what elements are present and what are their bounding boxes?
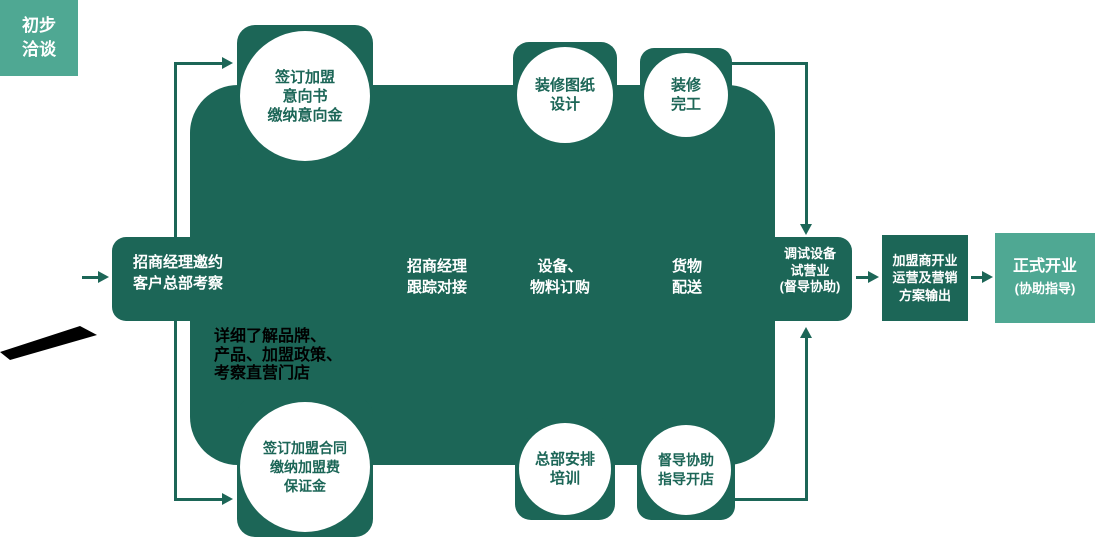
design-line: 设计 bbox=[549, 96, 580, 113]
connector-left-bottom-horizontal bbox=[174, 498, 224, 501]
invite-step-line: 客户总部考察 bbox=[132, 275, 223, 292]
delivery-step-line: 配送 bbox=[671, 279, 702, 296]
sign-intent-circle: 签订加盟 意向书 缴纳意向金 bbox=[240, 31, 370, 161]
flow-arrow-final-head bbox=[982, 271, 993, 283]
grand-opening-line: (协助指导) bbox=[1014, 281, 1076, 296]
connector-left-top-arrowhead bbox=[222, 57, 233, 69]
follow-step-line: 招商经理 bbox=[406, 258, 467, 275]
opening-plan-line: 运营及营销 bbox=[892, 270, 958, 286]
trial-step-label: 调试设备 试营业 (督导协助) bbox=[766, 246, 854, 296]
connector-left-top-horizontal bbox=[174, 62, 224, 65]
trial-step-tab bbox=[768, 237, 852, 321]
equipment-step-line: 设备、 bbox=[537, 258, 583, 275]
renovation-done-circle: 装修 完工 bbox=[644, 53, 728, 137]
inspection-annotation-line: 产品、加盟政策、 bbox=[214, 346, 343, 364]
sign-contract-line: 签订加盟合同 bbox=[263, 439, 347, 456]
design-circle: 装修图纸 设计 bbox=[517, 47, 613, 143]
connector-left-bottom-arrowhead bbox=[222, 493, 233, 505]
sign-contract-line: 保证金 bbox=[284, 477, 326, 494]
trial-step-line: 试营业 bbox=[790, 262, 830, 278]
training-circle: 总部安排 培训 bbox=[519, 423, 611, 515]
sign-intent-line: 缴纳意向金 bbox=[267, 106, 343, 124]
delivery-step-line: 货物 bbox=[671, 258, 702, 275]
inspection-annotation-line: 详细了解品牌、 bbox=[214, 328, 327, 345]
design-line: 装修图纸 bbox=[534, 77, 595, 94]
trial-step-line: (督导协助) bbox=[779, 279, 841, 294]
supervision-line: 督导协助 bbox=[658, 452, 714, 468]
opening-plan-line: 方案输出 bbox=[898, 287, 951, 303]
supervision-circle: 督导协助 指导开店 bbox=[641, 425, 731, 515]
invite-step-tab bbox=[112, 237, 212, 321]
inspection-annotation-line: 考察直营门店 bbox=[214, 365, 311, 382]
flow-arrow-opening-head bbox=[868, 271, 879, 283]
connector-right-bottom-vertical bbox=[805, 337, 808, 501]
delivery-step-label: 货物 配送 bbox=[650, 256, 724, 298]
follow-step-label: 招商经理 跟踪对接 bbox=[388, 256, 486, 298]
supervision-line: 指导开店 bbox=[658, 471, 714, 487]
opening-plan-box: 加盟商开业 运营及营销 方案输出 bbox=[882, 235, 968, 321]
connector-right-top-vertical bbox=[805, 62, 808, 226]
invite-step-line: 招商经理邀约 bbox=[132, 254, 223, 271]
flow-arrow-opening-line bbox=[856, 276, 870, 279]
start-box: 初步 洽谈 bbox=[0, 0, 78, 76]
sign-intent-line: 签订加盟 bbox=[274, 68, 335, 86]
renovation-done-line: 完工 bbox=[670, 96, 701, 113]
flow-arrow-start-head bbox=[98, 271, 109, 283]
grand-opening-line: 正式开业 bbox=[1012, 258, 1077, 275]
opening-plan-line: 加盟商开业 bbox=[892, 252, 958, 268]
trial-step-line: 调试设备 bbox=[783, 246, 836, 261]
inspection-annotation: 详细了解品牌、 产品、加盟政策、 考察直营门店 bbox=[214, 328, 364, 384]
connector-right-top-arrowhead bbox=[800, 224, 812, 235]
sign-intent-line: 意向书 bbox=[282, 87, 328, 105]
connector-right-bottom-arrowhead bbox=[800, 327, 812, 338]
grand-opening-box: 正式开业 (协助指导) bbox=[995, 233, 1095, 323]
training-line: 总部安排 bbox=[534, 451, 595, 468]
training-line: 培训 bbox=[549, 470, 580, 487]
connector-left-top-vertical bbox=[174, 62, 177, 240]
start-box-line: 洽谈 bbox=[22, 40, 56, 59]
renovation-done-line: 装修 bbox=[670, 77, 701, 94]
equipment-step-label: 设备、 物料订购 bbox=[510, 256, 610, 298]
connector-right-top-horizontal bbox=[732, 62, 808, 65]
invite-step-label: 招商经理邀约 客户总部考察 bbox=[112, 252, 244, 294]
connector-right-bottom-horizontal bbox=[732, 498, 808, 501]
flow-arrow-final-line bbox=[971, 276, 984, 279]
start-box-line: 初步 bbox=[22, 16, 56, 35]
flow-arrow-start-line bbox=[82, 276, 100, 279]
equipment-step-line: 物料订购 bbox=[529, 279, 590, 296]
connector-left-bottom-vertical bbox=[174, 321, 177, 501]
decorative-swoosh-shape bbox=[0, 326, 97, 360]
sign-contract-line: 缴纳加盟费 bbox=[270, 458, 340, 475]
follow-step-line: 跟踪对接 bbox=[406, 279, 467, 296]
sign-contract-circle: 签订加盟合同 缴纳加盟费 保证金 bbox=[240, 402, 370, 532]
